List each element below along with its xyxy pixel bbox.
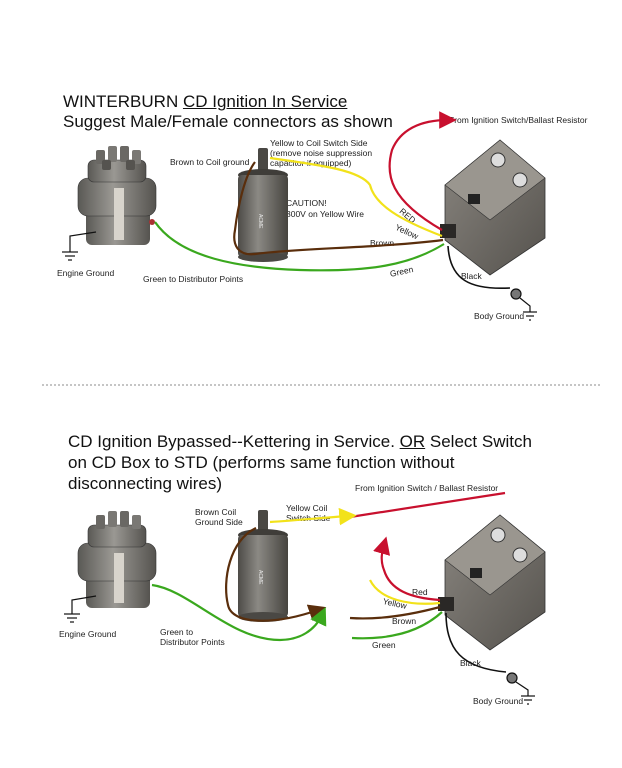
s2-body-ground-icon [506,672,535,705]
s1-red-wire [388,111,457,231]
s1-green-wire [154,221,445,272]
s1-caution-1: CAUTION! [286,198,327,208]
section2-title-part-b: Select Switch [425,432,532,451]
s2-wire-red-label: Red [412,587,428,597]
s2-yellow-wire [369,579,441,605]
s2-engine-ground-icon [64,595,97,623]
section2-title-line2: on CD Box to STD (performs same function… [68,453,455,472]
s2-brown-wire [349,605,441,620]
s2-yellow-coil-stub [269,507,357,526]
s2-cd-box [438,514,546,651]
s2-wire-brown-label: Brown [392,616,417,626]
s2-yellow-coil-2: Switch Side [286,513,331,523]
s2-red-wire [373,536,441,602]
s1-engine-ground-label: Engine Ground [57,268,115,278]
s2-yellow-coil-1: Yellow Coil [286,503,328,513]
s2-green-points-2: Distributor Points [160,637,225,647]
s2-coil-brand: ACME [257,570,263,585]
s1-body-ground-label: Body Ground [474,311,525,321]
s2-brown-coil-1: Brown Coil [195,507,237,517]
s2-ignition-switch-label: From Ignition Switch / Ballast Resistor [355,483,499,493]
section1-title-underlined: CD Ignition In Service [182,92,348,111]
s1-coil-brand: ACME [257,214,263,229]
s2-green-points-1: Green to [160,627,194,637]
s1-body-ground-icon [510,288,537,321]
s2-black-wire [445,612,507,673]
s2-ignition-red-wire [349,491,506,519]
s1-caution-2: 300V on Yellow Wire [286,209,364,219]
section1-title: WINTERBURN CD Ignition In Service [63,92,347,111]
section2-title-line1: CD Ignition Bypassed--Kettering in Servi… [68,432,532,451]
section2-title-part-a: CD Ignition Bypassed--Kettering in Servi… [68,432,400,451]
section2-title-line3: disconnecting wires) [68,474,223,493]
s2-body-ground-label: Body Ground [473,696,524,706]
s1-cd-box [440,139,546,276]
s1-wire-black-label: Black [461,271,482,281]
section1-subtitle: Suggest Male/Female connectors as shown [63,112,393,131]
s2-distributor [77,511,157,608]
s1-green-points-label: Green to Distributor Points [143,274,244,284]
s1-brown-wire [233,161,444,256]
s2-coil: ACME [238,510,288,622]
s2-engine-ground-label: Engine Ground [59,629,117,639]
s2-brown-coil-2: Ground Side [195,517,243,527]
s2-green-wire [351,611,443,640]
s1-yellow-wire [269,156,443,238]
s1-coil: ACME [238,148,288,262]
s1-black-wire [447,245,511,290]
s2-wire-green-label: Green [372,640,396,650]
s1-yellow-coil-label: Yellow to Coil Switch Side [270,138,368,148]
s2-green-points-wire [151,583,327,642]
s1-brown-coil-label: Brown to Coil ground [170,157,250,167]
s2-brown-coil-stub [225,527,327,622]
section2-title-or: OR [399,432,426,451]
s1-yellow-note-1: (remove noise suppression [270,148,373,158]
s1-engine-ground-icon [62,231,97,261]
s1-ignition-switch-label: From Ignition Switch/Ballast Resistor [449,115,588,125]
section1-title-prefix: WINTERBURN [63,92,183,111]
s1-wire-brown-label: Brown [370,238,395,248]
s1-distributor [77,146,157,245]
